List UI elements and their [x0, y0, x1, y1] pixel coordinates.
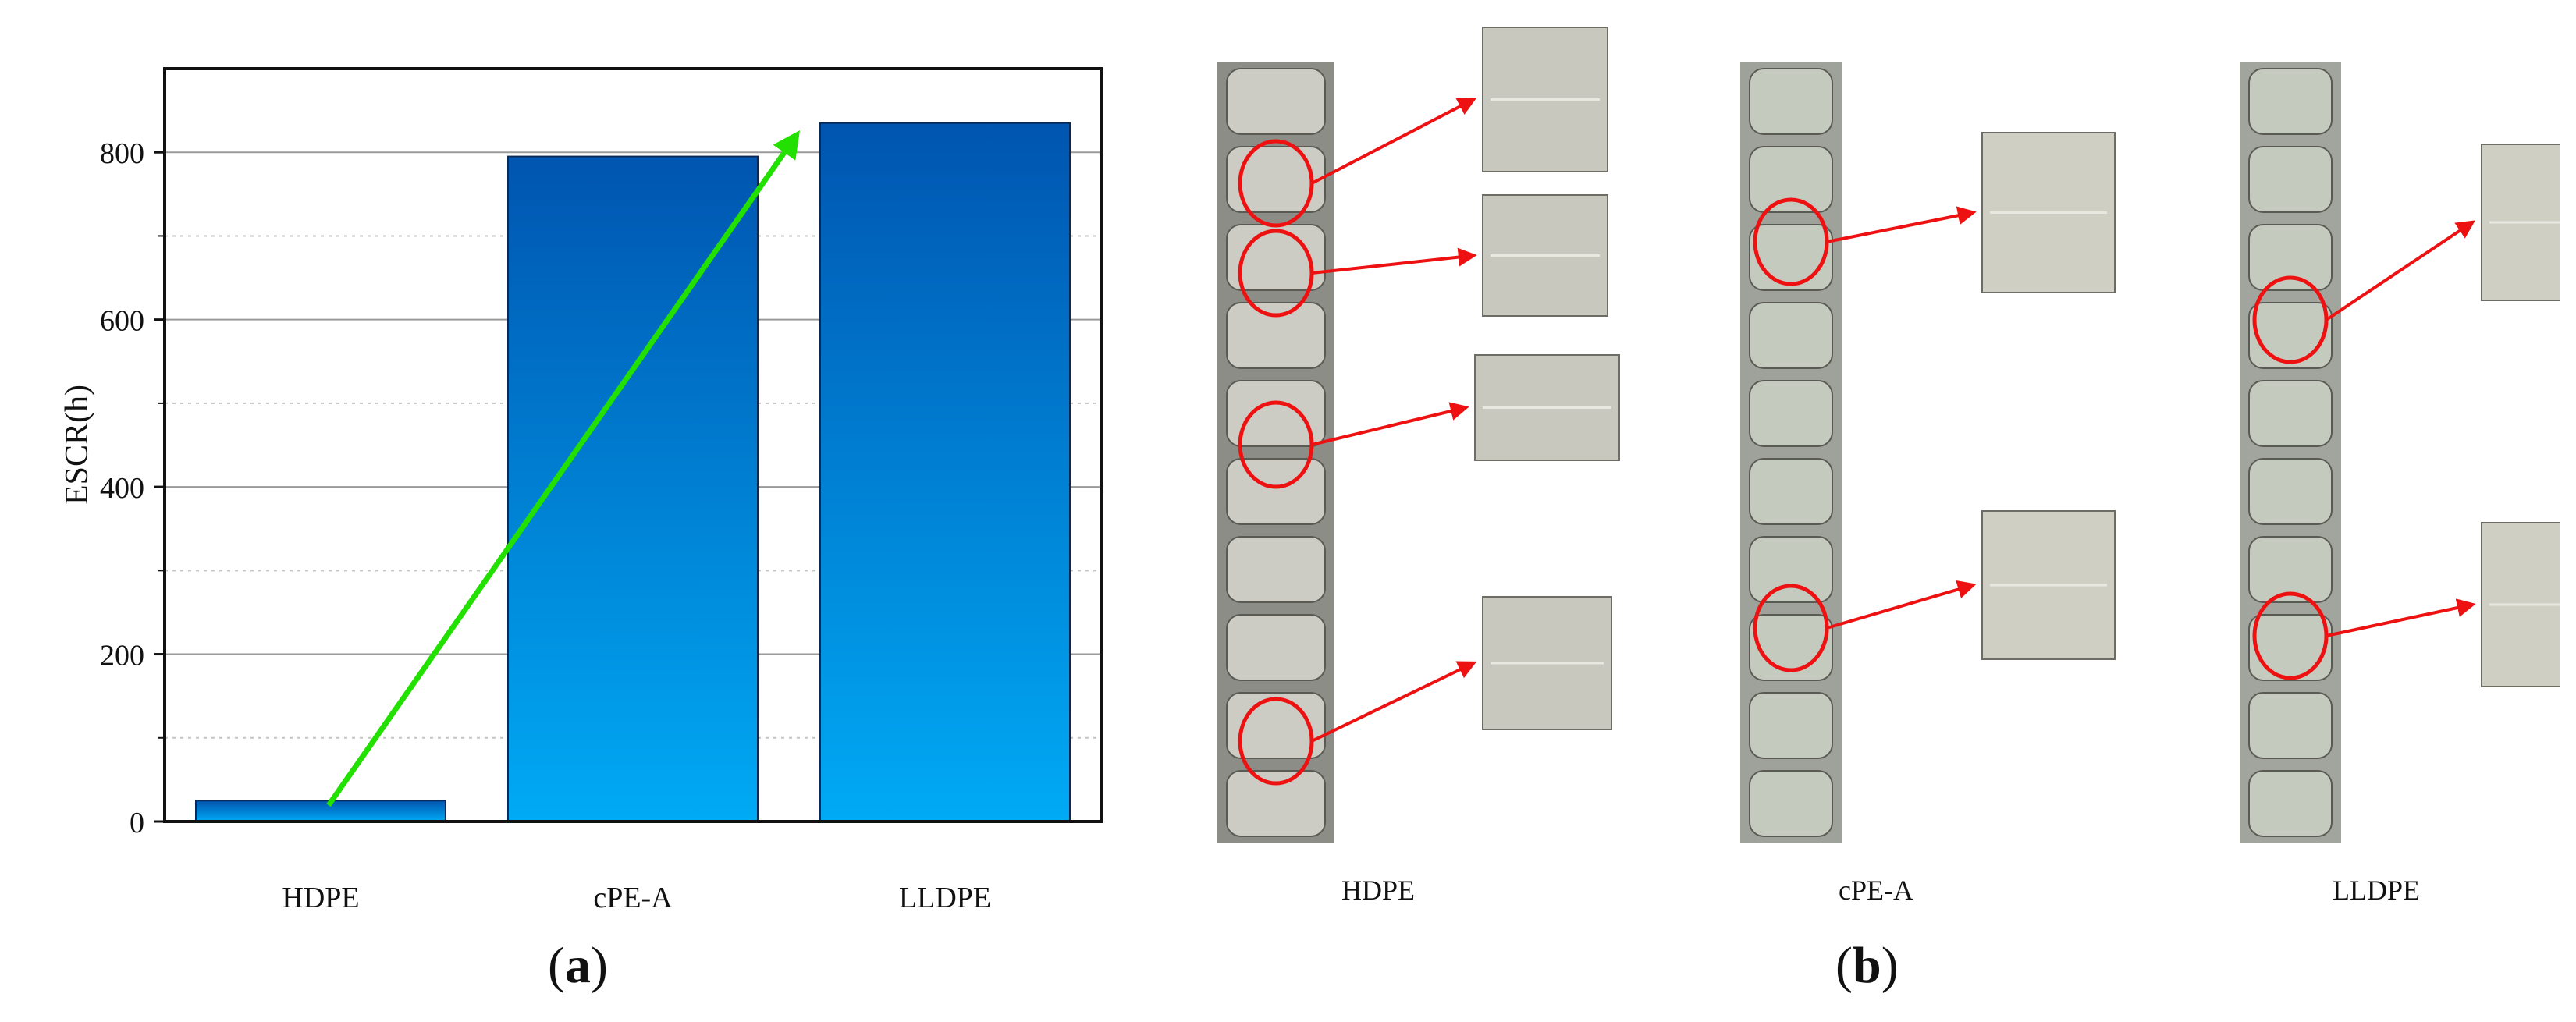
- specimen-photos: [1217, 27, 2560, 843]
- pointer-arrow: [1311, 247, 1477, 275]
- specimen-segment: [2248, 458, 2333, 525]
- specimen-segment: [2248, 692, 2333, 759]
- x-tick-label: HDPE: [282, 882, 359, 914]
- y-tick-label: 200: [100, 640, 144, 672]
- pointer-arrow: [1311, 661, 1477, 743]
- specimen-column-cpe-a: [1740, 62, 2116, 843]
- y-tick-label: 600: [100, 305, 144, 338]
- panel-a-caption: (a): [548, 937, 608, 994]
- bar-lldpe: [819, 122, 1071, 822]
- specimen-segment: [1749, 692, 1833, 759]
- y-tick-label: 800: [100, 137, 144, 170]
- y-axis-label: ESCR(h): [59, 385, 95, 505]
- specimen-segment: [2248, 302, 2333, 369]
- trend-arrow-line: [326, 130, 801, 807]
- pointer-arrow: [2326, 598, 2476, 637]
- x-axis-labels: HDPE cPE-A LLDPE: [282, 882, 991, 914]
- bars: [195, 122, 1071, 823]
- pointer-arrow: [1826, 580, 1977, 630]
- sample-label-lldpe: LLDPE: [2333, 875, 2420, 906]
- specimen-segment: [1749, 770, 1833, 837]
- specimen-segment: [1749, 68, 1833, 135]
- specimen-segment: [1749, 224, 1833, 291]
- specimen-segment: [1226, 302, 1326, 369]
- specimen-segment: [2248, 770, 2333, 837]
- specimen-segment: [1226, 68, 1326, 135]
- specimen-segment: [1226, 614, 1326, 681]
- specimen-segment: [1226, 458, 1326, 525]
- specimen-segment: [2248, 380, 2333, 447]
- trend-arrow: [326, 130, 801, 807]
- y-axis-ticks: 0 200 400 600 800: [100, 137, 165, 839]
- specimen-segment: [2248, 536, 2333, 603]
- pointer-arrow: [1826, 206, 1977, 243]
- specimen-segment: [2248, 146, 2333, 213]
- specimen-segment: [1226, 146, 1326, 213]
- specimen-segment: [2248, 614, 2333, 681]
- specimen-segment: [2248, 68, 2333, 135]
- specimen-column-lldpe: [2240, 62, 2560, 843]
- specimen-segment: [1226, 380, 1326, 447]
- pointer-arrow: [1311, 402, 1469, 446]
- panel-b-caption: (b): [1835, 937, 1899, 994]
- specimen-segment: [1749, 380, 1833, 447]
- specimen-segment: [1749, 146, 1833, 213]
- bar-cpe-a: [507, 155, 759, 823]
- plot-frame: [163, 67, 1103, 823]
- pointer-arrow: [2325, 220, 2475, 321]
- specimen-segment: [1226, 770, 1326, 837]
- x-tick-label: cPE-A: [593, 882, 673, 914]
- specimen-segment: [1749, 458, 1833, 525]
- y-tick-label: 0: [130, 807, 144, 839]
- sample-label-cpe-a: cPE-A: [1839, 875, 1913, 906]
- specimen-segment: [1226, 536, 1326, 603]
- specimen-segment: [1749, 536, 1833, 603]
- bar-hdpe: [195, 800, 446, 823]
- pointer-arrow: [1311, 98, 1477, 185]
- escr-bar-chart: 0 200 400 600 800 HDPE cPE-A LLDPE ESCR(h): [59, 67, 1103, 914]
- sample-label-hdpe: HDPE: [1341, 875, 1415, 906]
- specimen-column-hdpe: [1217, 27, 1620, 843]
- specimen-segment: [1749, 302, 1833, 369]
- y-tick-label: 400: [100, 472, 144, 505]
- specimen-segment: [2248, 224, 2333, 291]
- x-tick-label: LLDPE: [899, 882, 991, 914]
